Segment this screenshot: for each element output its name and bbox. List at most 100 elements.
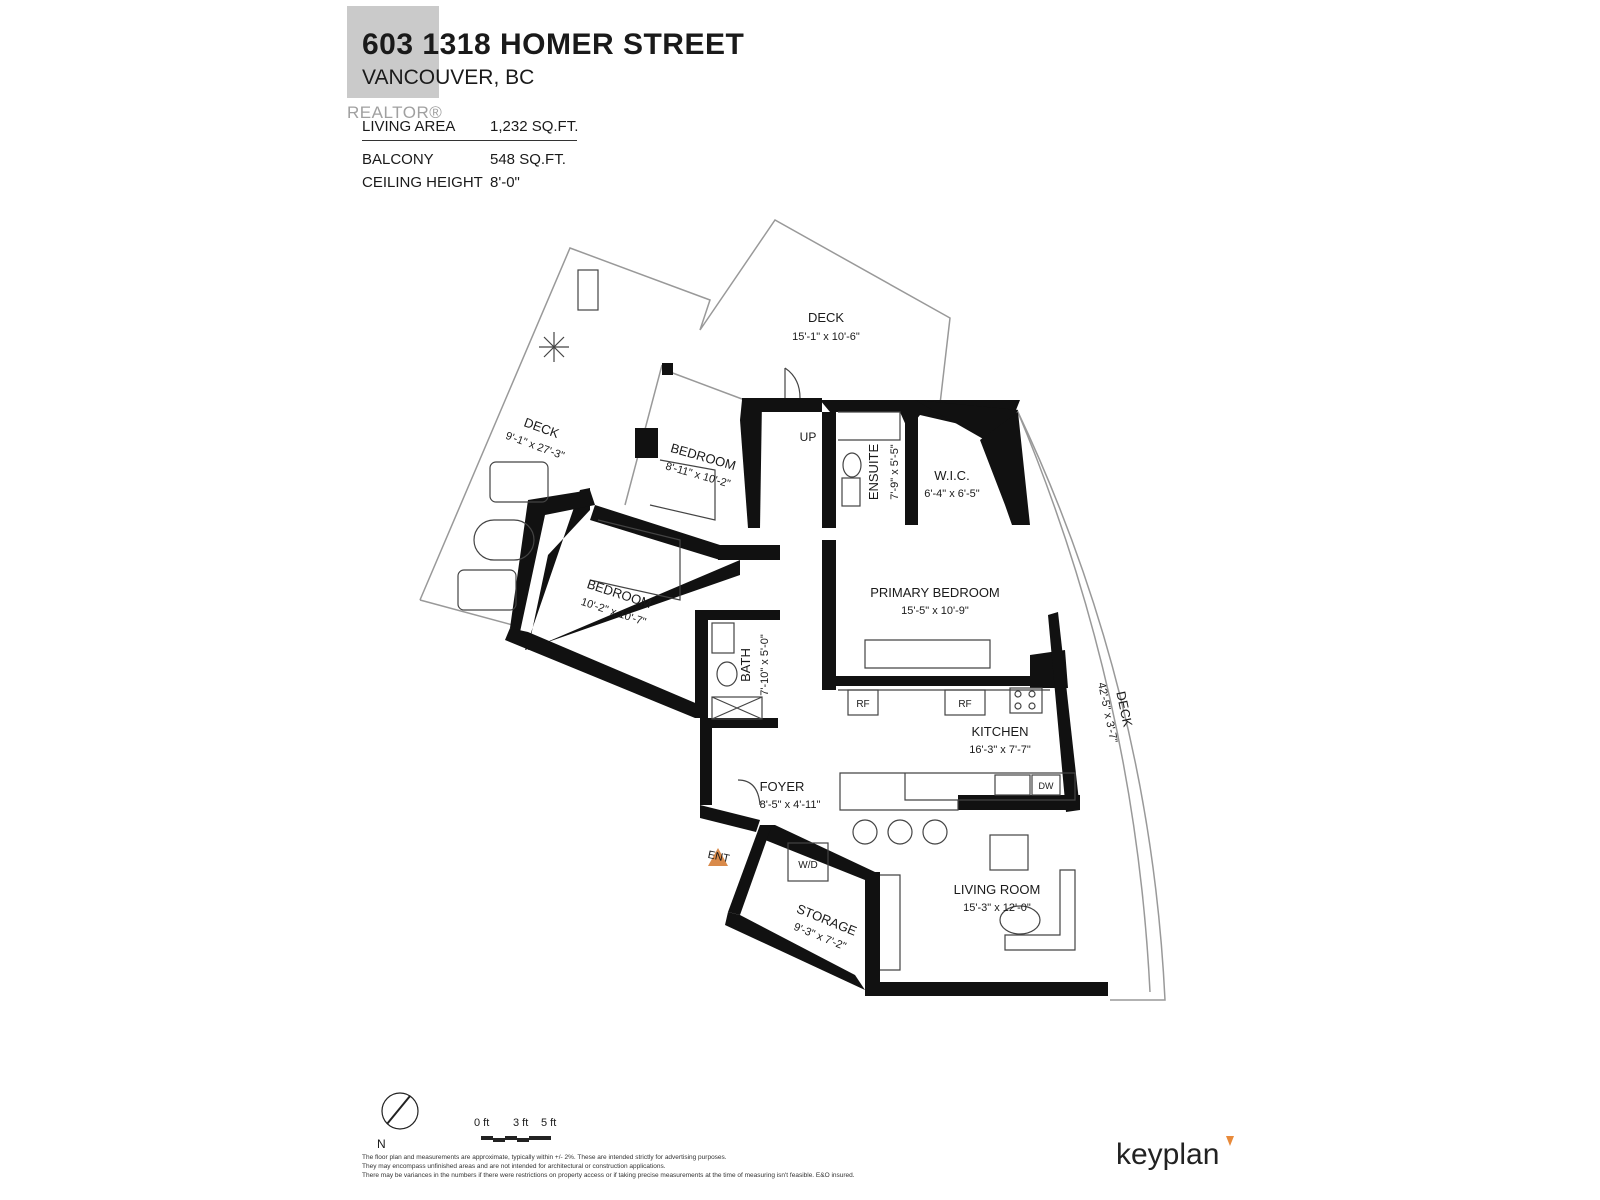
wall: [718, 545, 780, 560]
wall: [760, 825, 875, 880]
scale-bar: 0 ft 3 ft 5 ft: [474, 1117, 556, 1142]
deck-outline-right: [1016, 409, 1166, 1001]
compass-needle: [386, 1095, 411, 1125]
scale-tick-label: 0 ft: [474, 1117, 489, 1129]
wall: [510, 490, 595, 632]
north-label: N: [377, 1137, 386, 1151]
deck-outline-right-inner: [1016, 409, 1151, 993]
north-arrow: N: [377, 1092, 419, 1151]
spec-label: LIVING AREA: [362, 118, 456, 135]
shower: [711, 696, 763, 720]
spec-label: BALCONY: [362, 151, 434, 168]
spec-value: 548 SQ.FT.: [490, 151, 566, 168]
dishwasher: [1031, 774, 1061, 796]
coffee-table: [999, 905, 1041, 935]
scale-tick-label: 5 ft: [541, 1117, 556, 1129]
deck-outline-left: [419, 599, 521, 628]
burner: [1014, 702, 1022, 710]
wall: [822, 412, 836, 528]
entry-label: ENT: [707, 849, 731, 865]
scale-segment: [493, 1138, 505, 1142]
cooktop: [1009, 687, 1043, 714]
room-dims: 7'-9" x 5'-5": [889, 444, 901, 500]
wall: [635, 428, 658, 458]
bath-toilet: [716, 661, 738, 687]
city-subtitle: VANCOUVER, BC: [362, 66, 535, 89]
deck-left-label: DECK 9'-1" x 27'-3": [504, 415, 566, 463]
realtor-logo: [347, 6, 439, 98]
brand-logo: keyplan: [1116, 1138, 1220, 1171]
stairs-up-label: UP: [800, 430, 817, 444]
deck-right-label: DECK 42'-5" x 3'-7": [1095, 681, 1136, 744]
room-name: LIVING ROOM: [954, 882, 1041, 897]
deck-door: [784, 367, 801, 399]
burner: [1028, 690, 1036, 698]
wall: [700, 718, 778, 728]
wall: [980, 412, 1030, 525]
wall: [865, 872, 880, 990]
stool: [887, 819, 913, 845]
disclaimer-line: There may be variances in the numbers if…: [362, 1172, 855, 1179]
deck-table: [473, 519, 535, 561]
plant-icon: [539, 332, 569, 362]
room-name: FOYER: [760, 779, 805, 794]
room-dims: 42'-5" x 3'-7": [1095, 681, 1120, 744]
scale-segment: [505, 1136, 517, 1140]
dishwasher-label: DW: [1039, 781, 1054, 791]
bath-vanity: [711, 622, 735, 654]
address-title: 603 1318 HOMER STREET: [362, 28, 745, 61]
room-dims: 15'-5" x 10'-9": [901, 605, 969, 617]
disclaimer-line: They may encompass unfinished areas and …: [362, 1163, 666, 1170]
spec-value: 8'-0": [490, 174, 520, 191]
room-name: PRIMARY BEDROOM: [870, 585, 1000, 600]
wall: [728, 825, 772, 915]
shower-x: [711, 696, 763, 720]
washer-dryer-label: W/D: [798, 860, 817, 871]
bath-label: BATH 7'-10" x 5'-0": [738, 634, 771, 696]
room-name: BATH: [738, 648, 753, 682]
room-name: ENSUITE: [866, 444, 881, 501]
wall: [695, 610, 708, 718]
scale-segment: [481, 1136, 493, 1140]
scale-segment: [517, 1138, 529, 1142]
wall: [740, 400, 762, 528]
bed-primary: [864, 639, 991, 669]
wall: [695, 610, 780, 620]
bed-2: [589, 519, 681, 601]
entry-door: [737, 779, 761, 806]
washer-dryer: [787, 842, 829, 882]
deck-rail: [669, 371, 751, 403]
room-dims: 15'-1" x 10'-6": [792, 331, 860, 343]
media-unit: [880, 874, 901, 971]
room-name: DECK: [1113, 690, 1135, 729]
room-dims: 15'-3" x 12'-0": [963, 902, 1031, 914]
wall: [590, 505, 720, 560]
deck-sofa: [457, 569, 517, 611]
room-name: W.I.C.: [934, 468, 969, 483]
scale-tick-label: 3 ft: [513, 1117, 528, 1129]
stool: [922, 819, 948, 845]
compass-circle: [381, 1092, 419, 1130]
burner: [1028, 702, 1036, 710]
spec-value: 1,232 SQ.FT.: [490, 118, 579, 135]
wall: [700, 805, 760, 832]
interior-lines: [457, 269, 1076, 971]
bed-1: [649, 459, 716, 521]
deck-bbq: [577, 269, 599, 311]
deck-outline-top: [419, 219, 951, 601]
wall: [662, 363, 673, 375]
disclaimer: The floor plan and measurements are appr…: [362, 1153, 962, 1180]
disclaimer-line: The floor plan and measurements are appr…: [362, 1154, 727, 1161]
brand-mark-icon: [1226, 1136, 1234, 1146]
wall: [822, 676, 1050, 686]
room-dims: 8'-5" x 4'-11": [760, 799, 821, 811]
sofa: [1004, 869, 1076, 951]
room-name: DECK: [808, 310, 844, 325]
bedroom-2-label: BEDROOM 10'-2" x 10'-7": [579, 576, 653, 628]
toilet: [842, 452, 862, 478]
bedroom-1-label: BEDROOM 8'-11" x 10'-2": [664, 440, 738, 490]
wall: [725, 912, 865, 990]
wall: [958, 795, 970, 810]
room-dims: 16'-3" x 7'-7": [969, 744, 1031, 756]
deck-sofa: [489, 461, 549, 503]
